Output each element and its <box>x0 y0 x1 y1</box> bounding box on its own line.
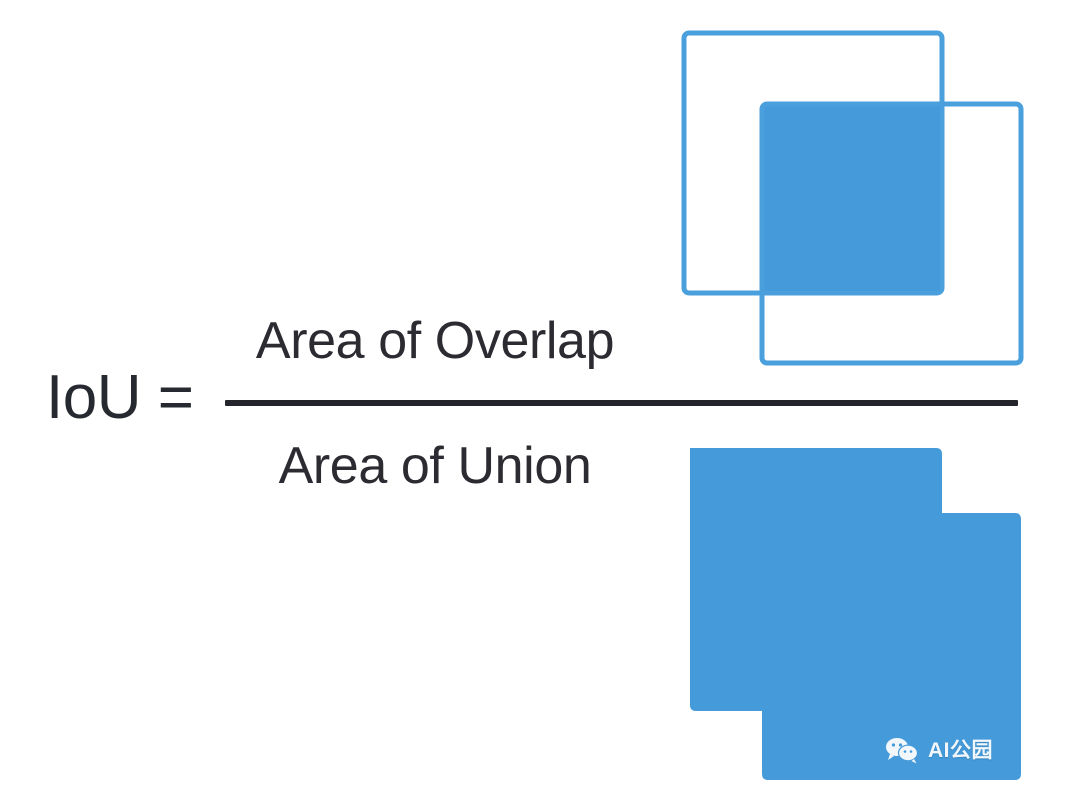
iou-label: IoU = <box>46 363 194 432</box>
intersection-fill-overlay <box>765 107 940 291</box>
watermark: AI公园 <box>885 733 993 767</box>
fraction-bar <box>225 400 1018 406</box>
fraction-denominator: Area of Union <box>278 437 592 495</box>
watermark-text: AI公园 <box>928 738 993 762</box>
bounding-box-b-outline <box>759 101 1024 366</box>
bounding-box-a-outline <box>681 30 945 296</box>
wechat-icon <box>886 738 919 764</box>
union-diagram <box>690 448 1021 780</box>
union-fill <box>690 448 1021 780</box>
overlap-diagram <box>681 30 1024 366</box>
fraction-numerator: Area of Overlap <box>255 312 615 370</box>
